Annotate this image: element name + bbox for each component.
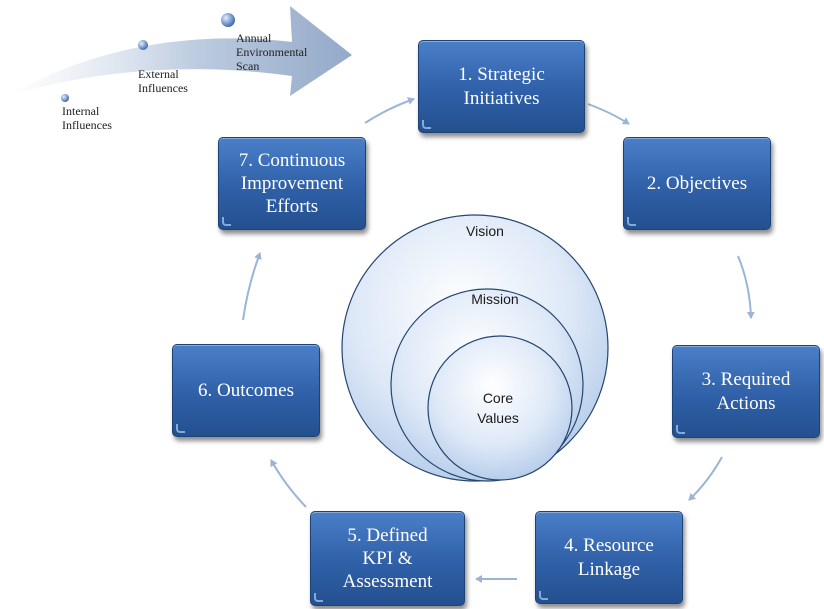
arrow-1-to-2 xyxy=(587,103,630,125)
arrow-6-to-7 xyxy=(242,252,262,321)
external-influences-label: External Influences xyxy=(138,67,188,95)
trend-dot-annual xyxy=(221,13,235,27)
internal-influences-label: Internal Influences xyxy=(62,104,112,132)
arrow-3-to-4 xyxy=(688,456,723,501)
step-required-actions: 3. Required Actions xyxy=(672,345,820,438)
arrow-7-to-1 xyxy=(364,97,415,124)
step-outcomes: 6. Outcomes xyxy=(172,344,320,437)
step-4-label: 4. Resource Linkage xyxy=(564,535,654,580)
mission-label: Mission xyxy=(471,291,519,307)
arrow-5-to-6 xyxy=(270,459,307,508)
step-continuous-improvement: 7. Continuous Improvement Efforts xyxy=(218,137,366,230)
step-7-label: 7. Continuous Improvement Efforts xyxy=(238,149,346,218)
step-5-label: 5. Defined KPI & Assessment xyxy=(342,524,433,593)
step-6-label: 6. Outcomes xyxy=(197,379,295,401)
arrow-2-to-3 xyxy=(737,255,755,319)
vision-label: Vision xyxy=(466,223,504,239)
trend-swoosh-arrow xyxy=(8,6,352,96)
step-strategic-initiatives: 1. Strategic Initiatives xyxy=(418,40,585,133)
core-values-circle xyxy=(427,335,573,481)
trend-dot-internal xyxy=(61,94,69,102)
step-1-label: 1. Strategic Initiatives xyxy=(458,64,545,109)
step-defined-kpi-assessment: 5. Defined KPI & Assessment xyxy=(310,511,465,606)
step-2-label: 2. Objectives xyxy=(646,172,748,194)
annual-environmental-scan-label: Annual Environmental Scan xyxy=(236,31,308,73)
step-resource-linkage: 4. Resource Linkage xyxy=(535,511,683,604)
step-3-label: 3. Required Actions xyxy=(701,369,791,414)
step-objectives: 2. Objectives xyxy=(623,137,771,230)
core-values-label: Core Values xyxy=(477,390,519,426)
trend-dot-external xyxy=(138,40,148,50)
